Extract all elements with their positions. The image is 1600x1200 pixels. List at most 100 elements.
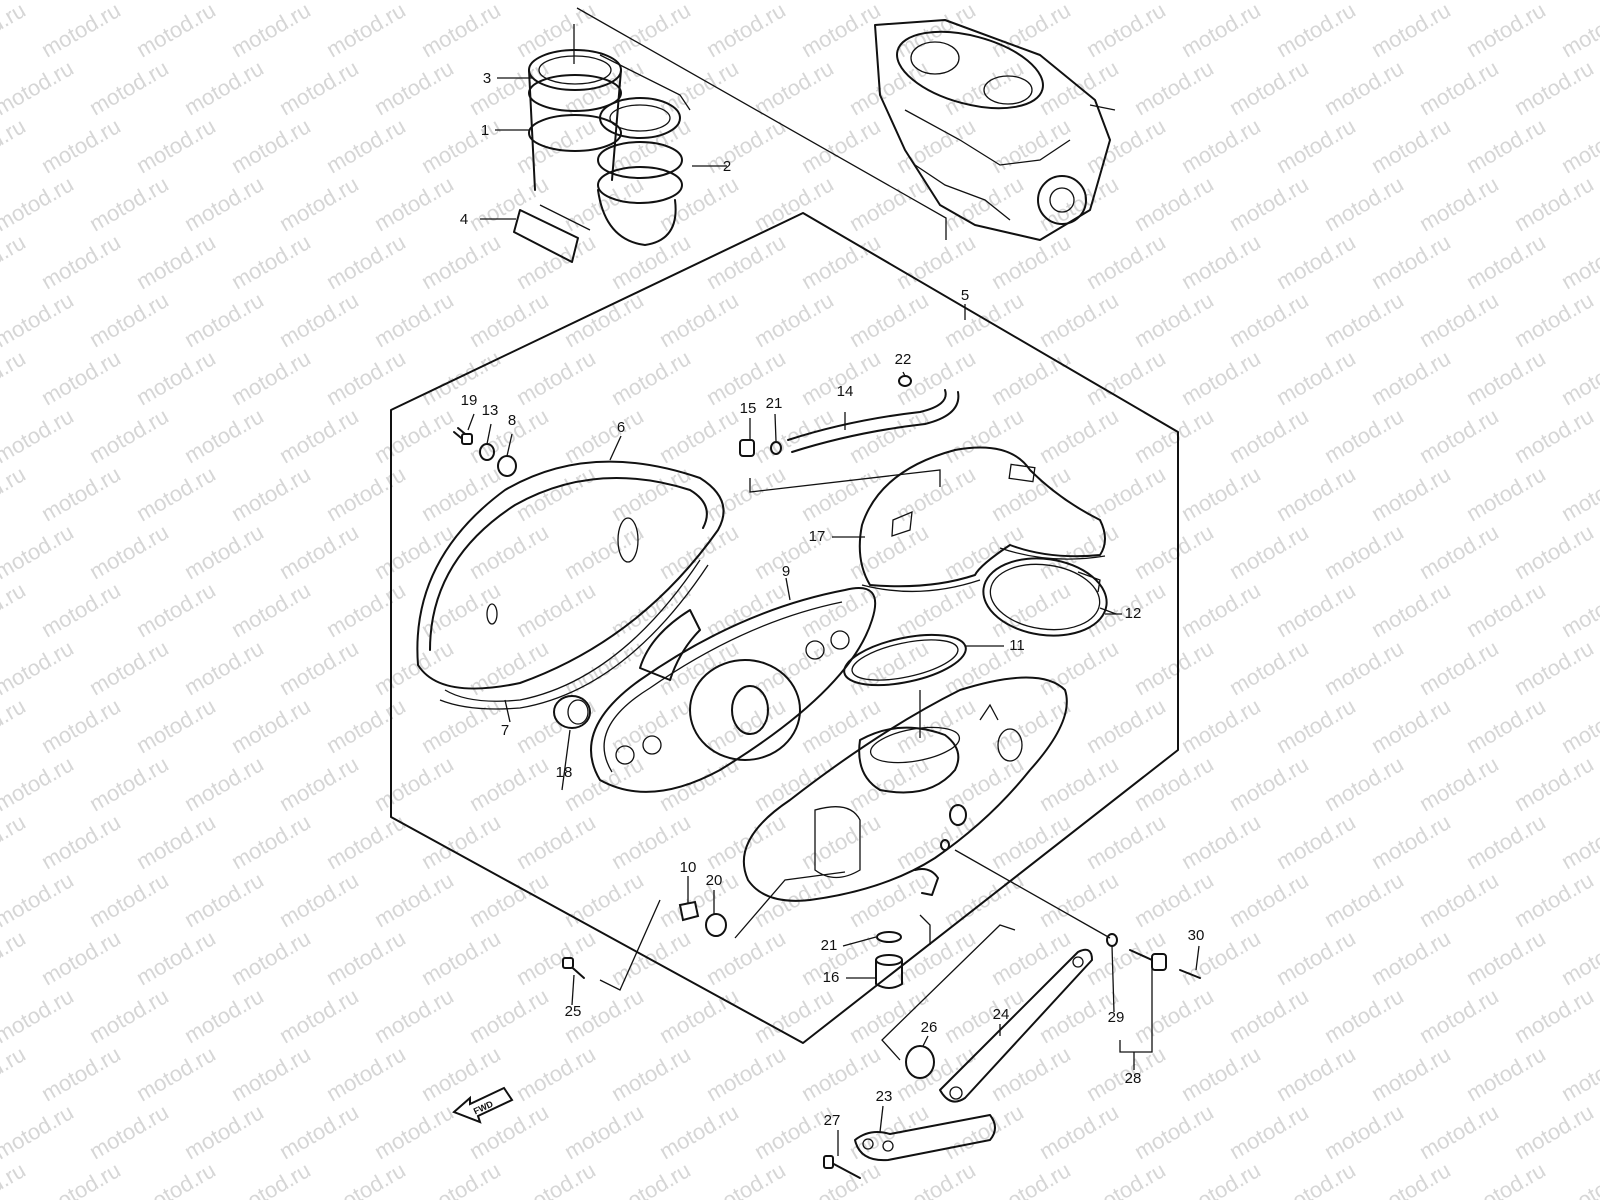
watermark-text: motod.ru xyxy=(37,1041,125,1106)
watermark-text: motod.ru xyxy=(797,1157,885,1200)
watermark-text: motod.ru xyxy=(1177,345,1265,410)
watermark-text: motod.ru xyxy=(607,461,695,526)
watermark-text: motod.ru xyxy=(1035,1099,1123,1164)
watermark-text: motod.ru xyxy=(1272,461,1360,526)
watermark-text: motod.ru xyxy=(845,287,933,352)
watermark-text: motod.ru xyxy=(1510,287,1598,352)
watermark-text: motod.ru xyxy=(797,1041,885,1106)
watermark-text: motod.ru xyxy=(1510,55,1598,120)
callout-15: 15 xyxy=(740,400,757,417)
callout-29: 29 xyxy=(1108,1009,1125,1026)
watermark-text: motod.ru xyxy=(1462,925,1550,990)
callout-8: 8 xyxy=(508,412,516,429)
cover-group xyxy=(416,460,725,710)
watermark-text: motod.ru xyxy=(987,0,1075,62)
watermark-text: motod.ru xyxy=(987,1157,1075,1200)
watermark-text: motod.ru xyxy=(180,635,268,700)
watermark-text: motod.ru xyxy=(370,751,458,816)
watermark-text: motod.ru xyxy=(37,461,125,526)
watermark-text: motod.ru xyxy=(85,287,173,352)
watermark-text: motod.ru xyxy=(1510,0,1598,4)
watermark-text: motod.ru xyxy=(227,1041,315,1106)
watermark-text: motod.ru xyxy=(37,693,125,758)
watermark-text: motod.ru xyxy=(1272,345,1360,410)
watermark-text: motod.ru xyxy=(845,983,933,1048)
watermark-text: motod.ru xyxy=(1367,693,1455,758)
watermark-text: motod.ru xyxy=(1320,635,1408,700)
watermark-text: motod.ru xyxy=(1177,461,1265,526)
watermark-text: motod.ru xyxy=(1367,113,1455,178)
callout-14: 14 xyxy=(837,383,854,400)
watermark-text: motod.ru xyxy=(560,635,648,700)
watermark-text: motod.ru xyxy=(1225,519,1313,584)
watermark-text: motod.ru xyxy=(227,229,315,294)
watermark-text: motod.ru xyxy=(1130,171,1218,236)
watermark-text: motod.ru xyxy=(1082,113,1170,178)
watermark-text: motod.ru xyxy=(1510,1099,1598,1164)
watermark-text: motod.ru xyxy=(655,983,743,1048)
callout-11: 11 xyxy=(1009,637,1025,654)
watermark-text: motod.ru xyxy=(465,635,553,700)
watermark-text: motod.ru xyxy=(85,751,173,816)
watermark-text: motod.ru xyxy=(892,113,980,178)
watermark-text: motod.ru xyxy=(1510,403,1598,468)
watermark-text: motod.ru xyxy=(275,0,363,4)
watermark-text: motod.ru xyxy=(370,171,458,236)
watermark-text: motod.ru xyxy=(1177,229,1265,294)
watermark-text: motod.ru xyxy=(132,345,220,410)
watermark-text: motod.ru xyxy=(1225,0,1313,4)
watermark-text: motod.ru xyxy=(702,113,790,178)
watermark-text: motod.ru xyxy=(1462,1041,1550,1106)
watermark-text: motod.ru xyxy=(275,171,363,236)
watermark-text: motod.ru xyxy=(1082,693,1170,758)
watermark-text: motod.ru xyxy=(465,55,553,120)
connector-lines xyxy=(599,469,1111,1061)
watermark-text: motod.ru xyxy=(1557,577,1600,642)
watermark-text: motod.ru xyxy=(1177,693,1265,758)
watermark-text: motod.ru xyxy=(1320,751,1408,816)
watermark-text: motod.ru xyxy=(560,1099,648,1164)
callout-27: 27 xyxy=(824,1112,841,1129)
callout-24: 24 xyxy=(993,1006,1010,1023)
watermark-text: motod.ru xyxy=(987,345,1075,410)
watermark-text: motod.ru xyxy=(1510,171,1598,236)
watermark-text: motod.ru xyxy=(1415,403,1503,468)
watermark-text: motod.ru xyxy=(940,287,1028,352)
watermark-text: motod.ru xyxy=(1225,55,1313,120)
watermark-text: motod.ru xyxy=(845,55,933,120)
grommet xyxy=(553,695,591,729)
callout-12: 12 xyxy=(1125,605,1142,622)
watermark-text: motod.ru xyxy=(227,925,315,990)
leader-lines xyxy=(467,24,1200,1156)
watermark-text: motod.ru xyxy=(0,983,78,1048)
watermark-text: motod.ru xyxy=(227,461,315,526)
watermark-text: motod.ru xyxy=(797,0,885,62)
watermark-text: motod.ru xyxy=(1557,345,1600,410)
watermark-text: motod.ru xyxy=(1367,1041,1455,1106)
watermark-text: motod.ru xyxy=(465,751,553,816)
watermark-text: motod.ru xyxy=(0,345,30,410)
watermark-text: motod.ru xyxy=(0,925,30,990)
watermark-text: motod.ru xyxy=(1462,577,1550,642)
watermark-text: motod.ru xyxy=(322,1041,410,1106)
watermark-text: motod.ru xyxy=(987,229,1075,294)
watermark-text: motod.ru xyxy=(370,0,458,4)
watermark-text: motod.ru xyxy=(417,1157,505,1200)
watermark-text: motod.ru xyxy=(560,519,648,584)
watermark-text: motod.ru xyxy=(702,229,790,294)
watermark-text: motod.ru xyxy=(180,983,268,1048)
watermark-text: motod.ru xyxy=(1225,403,1313,468)
watermark-text: motod.ru xyxy=(1035,751,1123,816)
watermark-text: motod.ru xyxy=(0,287,78,352)
watermark-text: motod.ru xyxy=(1367,461,1455,526)
watermark-text: motod.ru xyxy=(702,577,790,642)
watermark-text: motod.ru xyxy=(1272,809,1360,874)
watermark-text: motod.ru xyxy=(1320,171,1408,236)
watermark-text: motod.ru xyxy=(750,751,838,816)
watermark-text: motod.ru xyxy=(37,229,125,294)
watermark-text: motod.ru xyxy=(132,1157,220,1200)
watermark-text: motod.ru xyxy=(1462,461,1550,526)
watermark-text: motod.ru xyxy=(465,171,553,236)
watermark-text: motod.ru xyxy=(1320,983,1408,1048)
watermark-text: motod.ru xyxy=(1367,1157,1455,1200)
